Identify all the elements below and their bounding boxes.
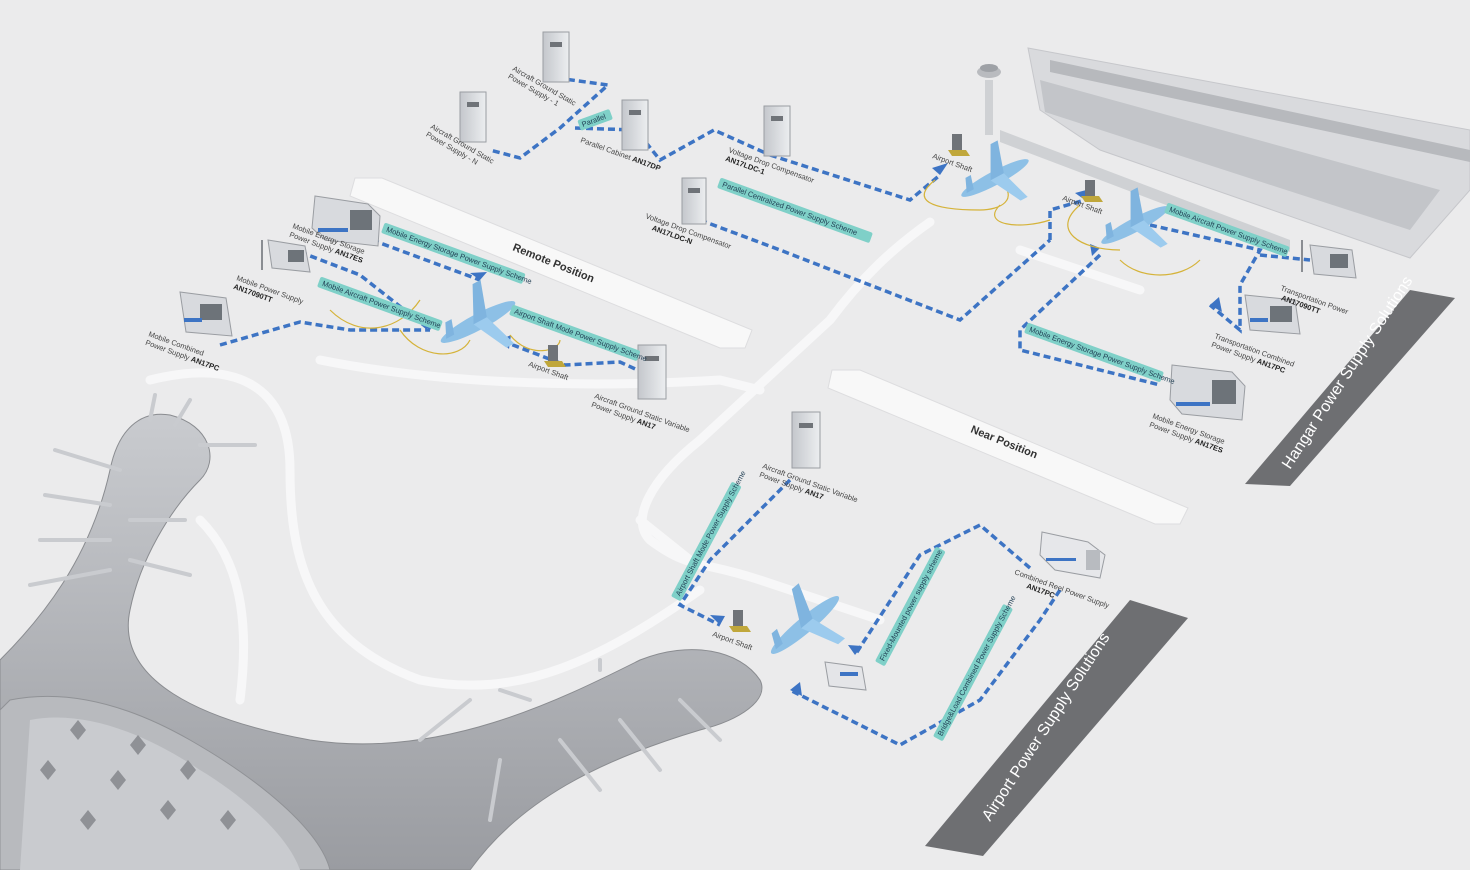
svg-text:Airport Shaft Mode Power Suppl: Airport Shaft Mode Power Supply Scheme bbox=[674, 469, 748, 597]
aircraft-near bbox=[770, 583, 845, 654]
shaft-near bbox=[729, 610, 751, 632]
unit-mcps-remote bbox=[179, 291, 233, 337]
unit-mps-remote bbox=[261, 239, 311, 273]
cabinet-vdc-1 bbox=[763, 105, 791, 157]
unit-combined-reel bbox=[1039, 531, 1106, 579]
unit-transport-power bbox=[1301, 240, 1357, 279]
cable-arcs bbox=[329, 179, 1201, 355]
shaft-hangar-2 bbox=[1081, 180, 1103, 202]
svg-text:Airport Shaft: Airport Shaft bbox=[711, 629, 754, 652]
cabinet-static-1 bbox=[542, 31, 570, 83]
shaft-remote bbox=[544, 345, 566, 367]
unit-mes-hangar bbox=[1169, 364, 1246, 421]
svg-text:Parallel Cabinet AN17DP: Parallel Cabinet AN17DP bbox=[579, 135, 662, 172]
near-position-strip: Near Position bbox=[827, 369, 1189, 525]
main-terminal bbox=[0, 393, 763, 870]
cabinet-static-n bbox=[459, 91, 487, 143]
airport-banner: Airport Power Supply Solutions bbox=[925, 600, 1188, 856]
taxiways bbox=[145, 217, 1145, 705]
svg-text:Mobile Energy Storage Power Su: Mobile Energy Storage Power Supply Schem… bbox=[1028, 325, 1176, 386]
svg-text:Parallel Centralized Power Sup: Parallel Centralized Power Supply Scheme bbox=[721, 180, 858, 237]
svg-text:Mobile Aircraft Power Supply S: Mobile Aircraft Power Supply Scheme bbox=[321, 279, 442, 330]
svg-text:Airport Shaft Mode Power Suppl: Airport Shaft Mode Power Supply Scheme bbox=[513, 307, 648, 364]
tag-shaft-mode-remote: Airport Shaft Mode Power Supply Scheme bbox=[509, 305, 648, 364]
cabinet-parallel bbox=[621, 99, 649, 151]
cabinet-static-variable-near bbox=[791, 411, 821, 469]
tag-mobile-aircraft-remote: Mobile Aircraft Power Supply Scheme bbox=[317, 277, 443, 331]
svg-text:Mobile Aircraft Power Supply S: Mobile Aircraft Power Supply Scheme bbox=[1168, 205, 1289, 256]
cabinet-static-variable-remote bbox=[637, 344, 667, 400]
unit-mes-remote bbox=[311, 195, 381, 247]
unit-transport-combined bbox=[1244, 294, 1301, 335]
aircraft-hangar-2 bbox=[1101, 187, 1169, 248]
cabinet-vdc-n bbox=[681, 177, 707, 225]
tag-parallel-centralized: Parallel Centralized Power Supply Scheme bbox=[717, 178, 873, 243]
aircraft-remote bbox=[440, 279, 516, 348]
aircraft-hangar-1 bbox=[961, 140, 1029, 201]
tag-mobile-aircraft-hangar: Mobile Aircraft Power Supply Scheme bbox=[1164, 203, 1290, 257]
tag-shaft-mode-near: Airport Shaft Mode Power Supply Scheme bbox=[671, 469, 748, 601]
shaft-hangar-1 bbox=[948, 134, 970, 156]
unit-bridge-box bbox=[824, 661, 867, 691]
tag-parallel: Parallel bbox=[577, 109, 613, 131]
tag-mes-hangar: Mobile Energy Storage Power Supply Schem… bbox=[1024, 323, 1176, 386]
control-tower bbox=[977, 64, 1001, 135]
tag-fixed-mounted: Fixed-Mounted power supply scheme bbox=[875, 547, 945, 666]
svg-text:Parallel: Parallel bbox=[580, 112, 607, 129]
hangar-building bbox=[1000, 47, 1470, 259]
